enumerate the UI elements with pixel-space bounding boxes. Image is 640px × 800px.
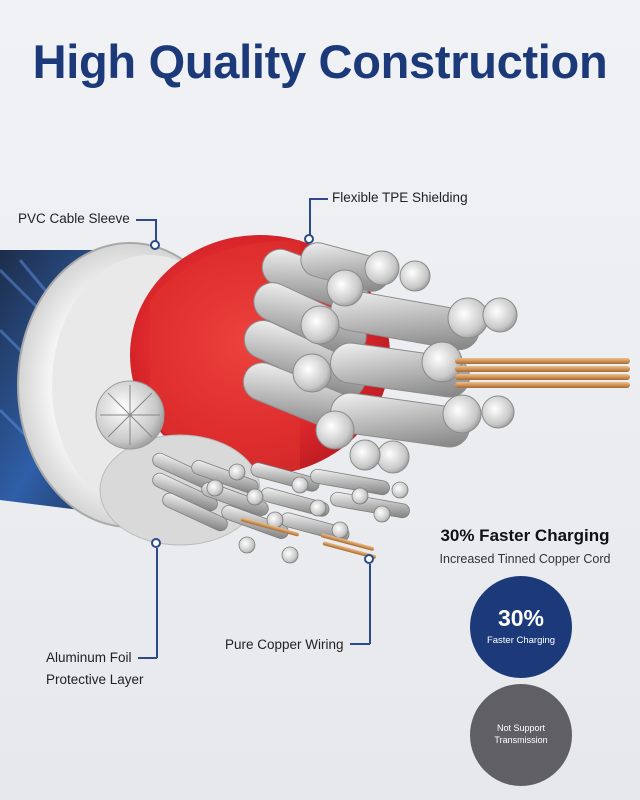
badge-label: Faster Charging xyxy=(486,634,556,646)
faster-charging-badge: 30% Faster Charging xyxy=(470,576,572,678)
label-pure-copper-wiring: Pure Copper Wiring xyxy=(225,637,344,652)
badge-value: 30% xyxy=(497,604,545,631)
label-pvc-cable-sleeve: PVC Cable Sleeve xyxy=(18,211,130,226)
callout-dot-icon xyxy=(150,240,160,250)
callout-line-foil-vertical xyxy=(156,548,158,658)
callout-line-pvc-vertical xyxy=(155,219,157,241)
callout-line-pvc xyxy=(136,219,156,221)
tinned-copper-subheading: Increased Tinned Copper Cord xyxy=(439,552,611,566)
gray-badge-line1: Not Support xyxy=(496,723,546,734)
callout-line-foil xyxy=(138,657,157,659)
not-support-transmission-badge: Not Support Transmission xyxy=(470,684,572,786)
callout-line-copper-vertical xyxy=(369,564,371,644)
gray-badge-line2: Transmission xyxy=(494,735,548,745)
label-aluminum-foil: Aluminum Foil xyxy=(46,650,132,665)
page-title: High Quality Construction xyxy=(32,35,608,88)
label-flexible-tpe-shielding: Flexible TPE Shielding xyxy=(332,190,468,205)
callout-dot-icon xyxy=(364,554,374,564)
callout-dot-icon xyxy=(304,234,314,244)
faster-charging-heading: 30% Faster Charging xyxy=(440,526,610,545)
callout-dot-icon xyxy=(151,538,161,548)
label-protective-layer: Protective Layer xyxy=(46,672,144,687)
callout-line-tpe-vertical xyxy=(309,198,311,235)
callout-line-copper xyxy=(350,643,370,645)
callout-line-tpe xyxy=(310,198,328,200)
